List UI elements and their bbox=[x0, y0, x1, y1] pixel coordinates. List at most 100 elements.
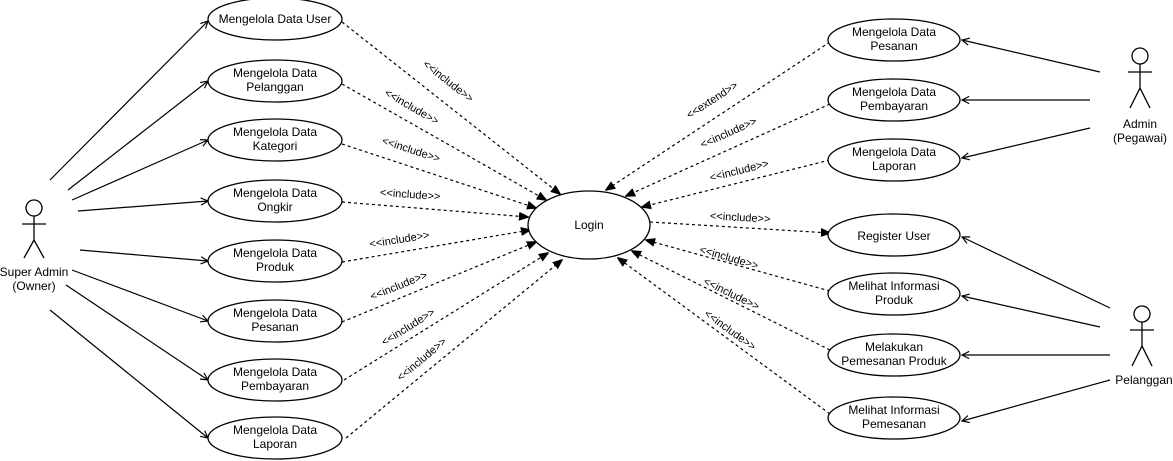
association-line bbox=[962, 237, 1111, 309]
use-case-label: Pemesanan bbox=[862, 417, 926, 431]
use-case-label: Mengelola Data User bbox=[219, 12, 332, 26]
use-case-kelola-pelanggan[interactable]: Mengelola Data Pelanggan bbox=[207, 59, 343, 103]
use-case-label: Pesanan bbox=[251, 320, 298, 334]
dependency-arrows bbox=[341, 21, 831, 439]
include-arrow bbox=[341, 143, 536, 208]
include-arrow bbox=[341, 83, 546, 200]
include-arrow bbox=[343, 253, 548, 381]
use-case-lihat-produk[interactable]: Melihat Informasi Produk bbox=[827, 272, 961, 316]
use-case-label: Laporan bbox=[872, 159, 916, 173]
use-case-kelola-kategori[interactable]: Mengelola Data Kategori bbox=[207, 118, 343, 162]
use-case-label: Mengelola Data bbox=[852, 85, 936, 99]
include-arrow bbox=[341, 242, 536, 323]
include-arrow bbox=[345, 260, 562, 439]
association-line bbox=[71, 269, 208, 321]
pelanggan-associations bbox=[962, 237, 1111, 421]
association-line bbox=[71, 140, 208, 201]
actor-head bbox=[1131, 47, 1149, 65]
include-label: <<include>> bbox=[701, 276, 761, 313]
include-label: <<include>> bbox=[395, 336, 449, 384]
super-admin-associations bbox=[49, 21, 208, 438]
include-arrow bbox=[646, 240, 831, 292]
actor-pelanggan: Pelanggan bbox=[1115, 305, 1173, 387]
use-case-label: Mengelola Data bbox=[852, 25, 936, 39]
include-arrow bbox=[649, 221, 830, 233]
use-case-label: Mengelola Data bbox=[852, 145, 936, 159]
include-label: <<include>> bbox=[420, 58, 475, 105]
include-arrow bbox=[341, 21, 560, 194]
actor-head bbox=[1133, 305, 1151, 323]
include-label: <<include>> bbox=[708, 158, 770, 184]
use-case-label: Mengelola Data bbox=[233, 306, 317, 320]
association-line bbox=[79, 249, 208, 261]
include-label: <<include>> bbox=[699, 115, 759, 151]
association-line bbox=[962, 40, 1101, 73]
use-case-label: Pembayaran bbox=[241, 379, 309, 393]
use-case-label: Pembayaran bbox=[860, 99, 928, 113]
association-line bbox=[962, 379, 1111, 421]
use-case-label: Kategori bbox=[253, 139, 298, 153]
association-line bbox=[77, 201, 208, 212]
extend-arrow bbox=[606, 41, 831, 190]
use-case-kelola-pembayaran-admin[interactable]: Mengelola Data Pembayaran bbox=[827, 78, 961, 122]
use-case-label: Mengelola Data bbox=[233, 186, 317, 200]
actor-label: (Owner) bbox=[12, 279, 55, 293]
use-case-label: Register User bbox=[857, 229, 930, 243]
actor-admin: Admin (Pegawai) bbox=[1113, 47, 1167, 145]
include-arrow bbox=[632, 251, 831, 351]
use-case-kelola-laporan-admin[interactable]: Mengelola Data Laporan bbox=[827, 138, 961, 182]
use-case-label: Melakukan bbox=[865, 340, 923, 354]
use-case-kelola-produk[interactable]: Mengelola Data Produk bbox=[207, 239, 343, 283]
use-case-label: Melihat Informasi bbox=[848, 279, 939, 293]
use-case-label: Mengelola Data bbox=[233, 66, 317, 80]
association-line bbox=[49, 21, 208, 181]
include-label: <<include>> bbox=[380, 187, 441, 203]
use-case-pesan-produk[interactable]: Melakukan Pemesanan Produk bbox=[827, 333, 961, 377]
include-arrow bbox=[642, 159, 831, 207]
association-line bbox=[67, 81, 208, 191]
use-case-label: Laporan bbox=[253, 437, 297, 451]
association-line bbox=[962, 127, 1091, 158]
use-case-label: Mengelola Data bbox=[233, 125, 317, 139]
use-case-label: Pemesanan Produk bbox=[841, 354, 947, 368]
use-case-label: Mengelola Data bbox=[233, 246, 317, 260]
include-label: <<include>> bbox=[698, 244, 760, 272]
include-arrow bbox=[341, 230, 530, 263]
use-case-lihat-pemesanan[interactable]: Melihat Informasi Pemesanan bbox=[827, 396, 961, 440]
association-line bbox=[49, 309, 208, 438]
use-case-register-user[interactable]: Register User bbox=[827, 213, 961, 257]
use-case-label: Pesanan bbox=[870, 39, 917, 53]
actor-label: Admin bbox=[1123, 117, 1157, 131]
include-label: <<include>> bbox=[380, 306, 438, 348]
use-case-login[interactable]: Login bbox=[527, 190, 651, 260]
association-line bbox=[65, 284, 208, 380]
include-arrow bbox=[618, 258, 831, 415]
include-label: <<include>> bbox=[380, 135, 441, 165]
use-case-kelola-pesanan-admin[interactable]: Mengelola Data Pesanan bbox=[827, 18, 961, 62]
admin-associations bbox=[962, 40, 1101, 158]
use-case-kelola-ongkir[interactable]: Mengelola Data Ongkir bbox=[207, 179, 343, 223]
use-case-label: Login bbox=[574, 218, 603, 232]
include-arrow bbox=[626, 103, 831, 196]
actor-head bbox=[25, 199, 43, 217]
use-case-kelola-pesanan-sa[interactable]: Mengelola Data Pesanan bbox=[207, 299, 343, 343]
use-case-label: Produk bbox=[256, 260, 295, 274]
association-line bbox=[962, 296, 1101, 328]
use-case-label: Mengelola Data bbox=[233, 423, 317, 437]
use-case-kelola-laporan-sa[interactable]: Mengelola Data Laporan bbox=[207, 416, 343, 460]
use-case-kelola-pembayaran-sa[interactable]: Mengelola Data Pembayaran bbox=[207, 358, 343, 402]
actor-label: (Pegawai) bbox=[1113, 131, 1167, 145]
include-label: <<include>> bbox=[710, 210, 771, 225]
include-arrow bbox=[341, 201, 528, 217]
actor-label: Pelanggan bbox=[1115, 373, 1172, 387]
actor-super-admin: Super Admin (Owner) bbox=[0, 199, 68, 293]
use-case-label: Pelanggan bbox=[246, 80, 303, 94]
use-case-label: Mengelola Data bbox=[233, 365, 317, 379]
include-label: <<include>> bbox=[702, 308, 758, 353]
use-case-label: Melihat Informasi bbox=[848, 403, 939, 417]
use-case-label: Produk bbox=[875, 293, 914, 307]
use-case-label: Ongkir bbox=[257, 200, 292, 214]
extend-label: <<extend>> bbox=[684, 79, 740, 121]
use-case-kelola-user[interactable]: Mengelola Data User bbox=[207, 0, 343, 41]
